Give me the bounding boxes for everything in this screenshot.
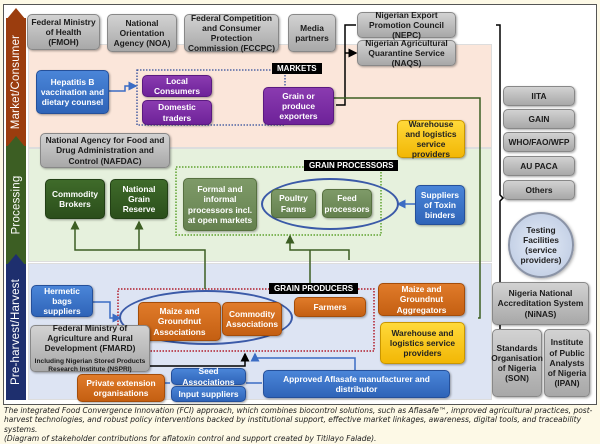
- iita-box: IITA: [503, 86, 575, 106]
- grain-reserve-box: National Grain Reserve: [110, 179, 168, 219]
- formal-processors-box: Formal and informal processors incl. at …: [183, 178, 257, 231]
- others-box: Others: [503, 180, 575, 200]
- fmard-label: Federal Ministry of Agriculture and Rura…: [44, 322, 136, 354]
- ninas-box: Nigeria National Accreditation System (N…: [492, 282, 589, 325]
- farmers-box: Farmers: [294, 297, 366, 317]
- figure-caption: The integrated Food Convergence Innovati…: [4, 406, 596, 444]
- toxin-binders-box: Suppliers of Toxin binders: [415, 185, 465, 225]
- stage-processing-label: Processing: [10, 175, 23, 235]
- fmoh-box: Federal Ministry of Health (FMOH): [27, 14, 100, 50]
- warehouse-preharvest-box: Warehouse and logistics service provider…: [380, 322, 465, 364]
- local-consumers-box: Local Consumers: [142, 75, 212, 97]
- exporters-box: Grain or produce exporters: [263, 87, 334, 125]
- maize-groundnut-assoc-box: Maize and Groundnut Associations: [138, 302, 221, 341]
- testing-facilities-circle: Testing Facilities (service providers): [508, 212, 574, 278]
- associations-ellipse: [119, 290, 293, 345]
- noa-box: National Orientation Agency (NOA): [107, 14, 177, 52]
- seed-associations-box: Seed Associations: [171, 366, 246, 387]
- stage-processing: Processing: [6, 146, 26, 264]
- nepc-box: Nigerian Export Promotion Council (NEPC): [357, 10, 456, 40]
- processing-stage-arrowhead: [6, 136, 26, 148]
- stage-market-consumer: Market/Consumer: [6, 18, 26, 146]
- fmard-box: Federal Ministry of Agriculture and Rura…: [30, 322, 150, 374]
- ipan-box: Institute of Public Analysts of Nigeria …: [544, 329, 590, 397]
- fccpc-box: Federal Competition and Consumer Protect…: [184, 13, 279, 53]
- warehouse-processing-box: Warehouse and logistics service provider…: [397, 119, 465, 159]
- nspri-label: Including Nigerian Stored Products Resea…: [34, 358, 146, 374]
- processors-ellipse: [261, 178, 399, 230]
- poultry-farms-box: Poultry Farms: [271, 189, 316, 218]
- stage-market-label: Market/Consumer: [10, 34, 23, 130]
- private-extension-box: Private extension organisations: [77, 374, 165, 402]
- grain-processors-label: GRAIN PROCESSORS: [304, 160, 399, 171]
- input-suppliers-box: Input suppliers: [171, 386, 246, 402]
- grain-producers-label: GRAIN PRODUCERS: [269, 283, 359, 294]
- media-partners-box: Media partners: [288, 14, 336, 52]
- markets-label: MARKETS: [272, 63, 322, 74]
- stage-preharvest: Pre-harvest/Harvest: [6, 264, 26, 400]
- aflasafe-box: Approved Aflasafe manufacturer and distr…: [263, 370, 450, 398]
- market-stage-arrowhead: [6, 8, 26, 20]
- aggregators-box: Maize and Groundnut Aggregators: [378, 283, 465, 316]
- gain-box: GAIN: [503, 109, 575, 129]
- domestic-traders-box: Domestic traders: [142, 100, 212, 125]
- caption-line-1: The integrated Food Convergence Innovati…: [4, 406, 593, 434]
- son-box: Standards Organisation of Nigeria (SON): [491, 329, 543, 397]
- naqs-box: Nigerian Agricultural Quarantine Service…: [357, 38, 456, 68]
- hepatitis-box: Hepatitis B vaccination and dietary coun…: [36, 70, 109, 114]
- caption-line-2: (Diagram of stakeholder contributions fo…: [4, 434, 377, 444]
- commodity-assoc-box: Commodity Associations: [222, 302, 282, 336]
- commodity-brokers-box: Commodity Brokers: [45, 179, 105, 219]
- preharvest-stage-arrowhead: [6, 254, 26, 266]
- hermetic-bags-box: Hermetic bags suppliers: [31, 285, 93, 317]
- feed-processors-box: Feed processors: [322, 189, 372, 218]
- nafdac-box: National Agency for Food and Drug Admini…: [40, 133, 170, 168]
- who-fao-wfp-box: WHO/FAO/WFP: [503, 132, 575, 152]
- stage-preharvest-label: Pre-harvest/Harvest: [10, 278, 22, 386]
- au-paca-box: AU PACA: [503, 156, 575, 176]
